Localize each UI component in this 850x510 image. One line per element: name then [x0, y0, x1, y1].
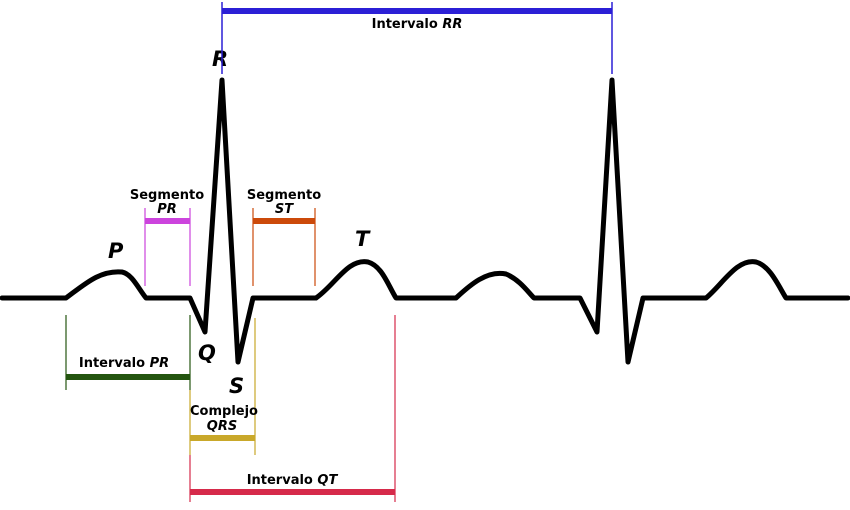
pr-segment: Segmento PR [130, 188, 204, 286]
qrs-complex: Complejo QRS [189, 318, 258, 455]
qrs-complex-label-line1: Complejo [190, 404, 258, 419]
s-wave-label: S [229, 374, 244, 398]
rr-interval: Intervalo RR [221, 2, 613, 74]
qt-interval-label: Intervalo QT [247, 473, 339, 488]
rr-interval-label: Intervalo RR [372, 17, 463, 32]
pr-interval-label: Intervalo PR [79, 356, 169, 371]
pr-segment-label-line2: PR [157, 202, 177, 217]
st-segment-label-line2: ST [275, 202, 294, 217]
st-segment-label-line1: Segmento [247, 188, 321, 203]
pr-interval: Intervalo PR [65, 315, 191, 390]
t-wave-label: T [355, 227, 371, 251]
r-wave-label: R [212, 47, 228, 71]
q-wave-label: Q [198, 341, 216, 365]
qt-interval: Intervalo QT [189, 315, 396, 502]
ecg-trace [0, 77, 850, 365]
pr-segment-label-line1: Segmento [130, 188, 204, 203]
p-wave-label: P [108, 239, 124, 263]
qrs-complex-label-line2: QRS [207, 419, 237, 434]
st-segment: Segmento ST [247, 188, 321, 286]
